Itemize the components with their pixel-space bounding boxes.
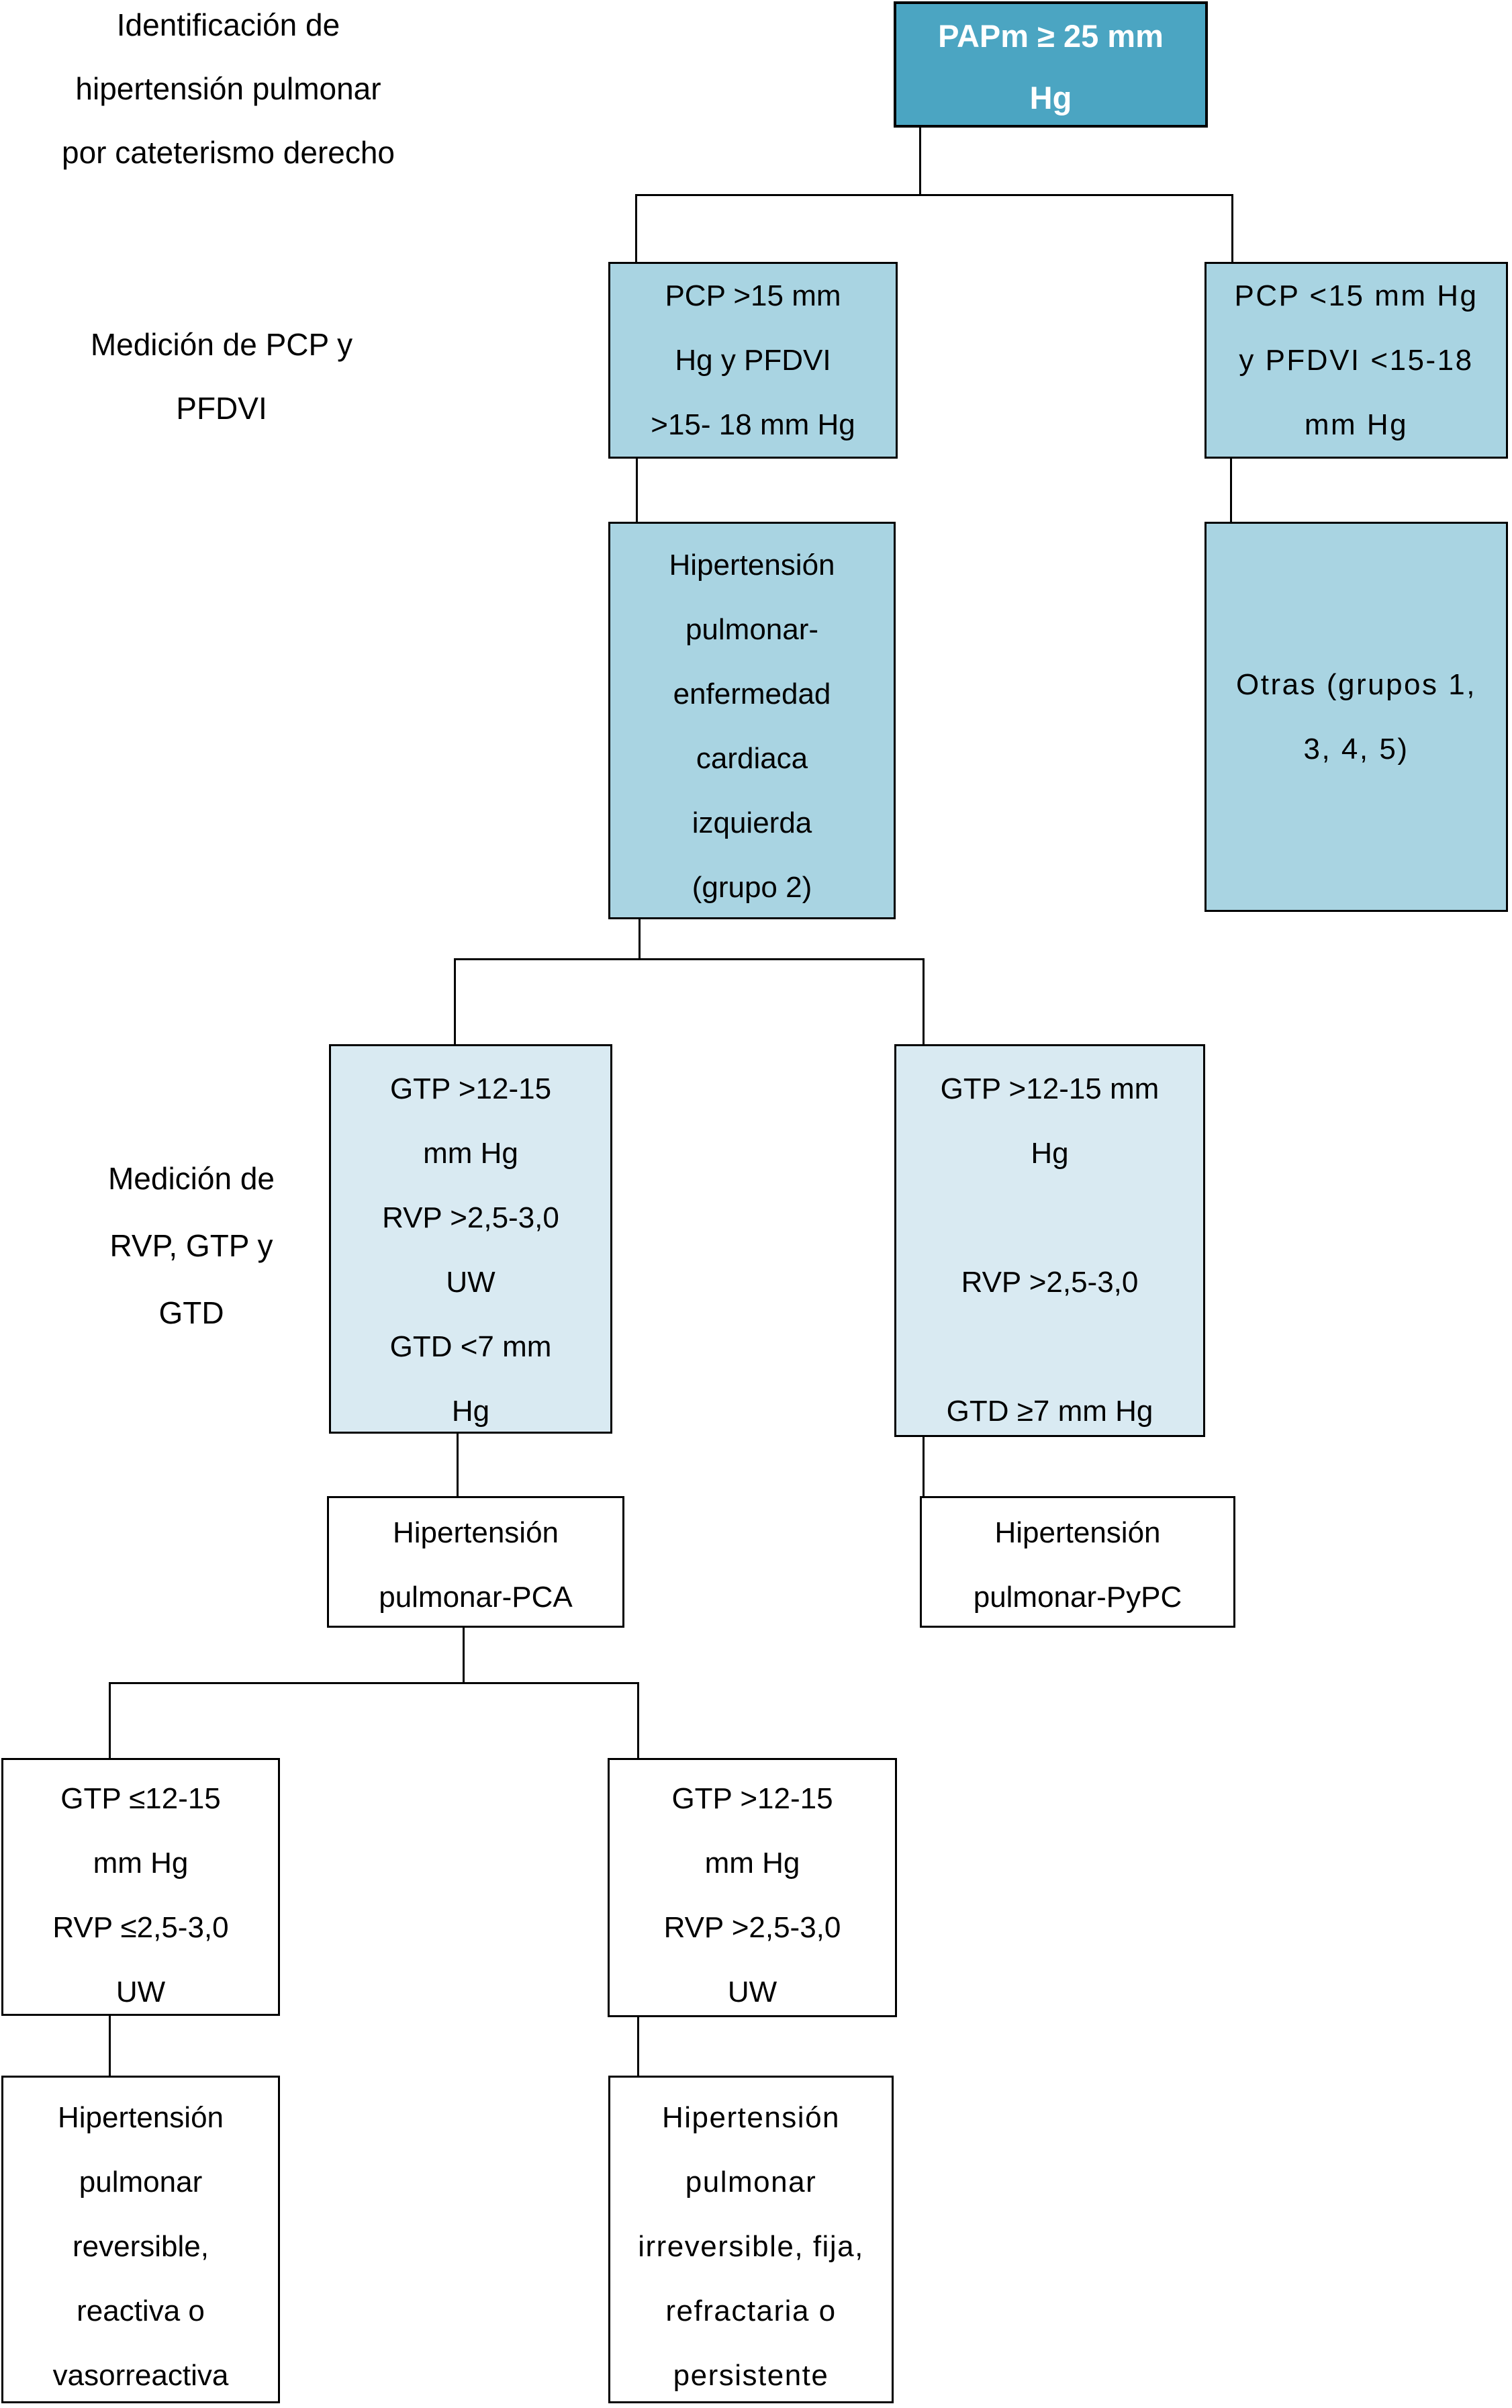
label-medicion-pcp-pfdvi: Medición de PCP y PFDVI	[13, 313, 430, 441]
connector-pcp-bajo-down	[1230, 459, 1232, 522]
text-line: Identificación de	[116, 7, 340, 42]
text-line: GTP ≤12-15	[60, 1782, 221, 1815]
text-line: reactiva o	[77, 2295, 205, 2327]
text-line: Hg	[1029, 80, 1072, 115]
text-line: RVP >2,5-3,0	[961, 1266, 1139, 1299]
text-line: RVP, GTP y	[109, 1228, 273, 1263]
connector-to-pcp-alto	[635, 196, 637, 263]
text-line: 3, 4, 5)	[1303, 732, 1409, 766]
text-line: GTP >12-15 mm	[940, 1072, 1160, 1105]
text-line: mm Hg	[93, 1847, 189, 1880]
text-line: RVP ≤2,5-3,0	[52, 1911, 229, 1944]
text-line	[896, 1186, 1203, 1250]
text-line: refractaria o	[665, 2295, 837, 2327]
connector-pcp-alto-down	[636, 459, 638, 522]
node-hp-pypc: Hipertensión pulmonar-PyPC	[920, 1496, 1235, 1628]
node-hp-enfermedad-cardiaca-izquierda: Hipertensión pulmonar-enfermedad cardiaca i…	[608, 522, 896, 919]
text-line: Otras (grupos 1,	[1236, 667, 1476, 701]
node-pcp-mayor-15: PCP >15 mm Hg y PFDVI >15- 18 mm Hg	[608, 262, 898, 459]
text-line: hipertensión pulmonar	[75, 71, 381, 106]
text-line: Hg	[451, 1395, 490, 1428]
text-line: Medición de PCP y	[90, 327, 353, 362]
connector-to-hp-reversible	[109, 2016, 111, 2076]
text-line: PCP <15 mm Hg	[1234, 279, 1478, 312]
connector-gtp-der-down	[923, 1437, 925, 1496]
text-line: RVP >2,5-3,0	[663, 1911, 841, 1944]
label-medicion-rvp-gtp-gtd: Medición de RVP, GTP y GTD	[40, 1145, 342, 1346]
node-hp-pca: Hipertensión pulmonar-PCA	[327, 1496, 624, 1628]
connector-branch-bottom	[109, 1682, 639, 1684]
text-line: (grupo 2)	[692, 871, 812, 904]
text-line: Hg y PFDVI	[675, 344, 831, 377]
text-line: UW	[446, 1266, 495, 1299]
node-hp-irreversible: Hipertensión pulmonar irreversible, fija, r…	[608, 2076, 894, 2403]
text-line: PCP >15 mm	[665, 279, 841, 312]
text-line: mm Hg	[423, 1137, 518, 1170]
text-line: vasorreactiva	[52, 2359, 229, 2392]
text-line: pulmonar	[79, 2166, 203, 2198]
text-line: GTP >12-15	[389, 1072, 552, 1105]
text-line: GTD ≥7 mm Hg	[946, 1395, 1153, 1428]
connector-to-gtp-izq	[454, 960, 456, 1044]
text-line: UW	[727, 1976, 777, 2008]
node-pcp-menor-15: PCP <15 mm Hg y PFDVI <15-18 mm Hg	[1204, 262, 1508, 459]
text-line: PAPm ≥ 25 mm	[938, 18, 1164, 54]
text-line: Hipertensión	[669, 549, 835, 582]
text-line	[896, 1315, 1203, 1379]
connector-branch-mid	[454, 958, 925, 960]
text-line: Medición de	[107, 1161, 275, 1196]
connector-pca-down	[463, 1628, 465, 1682]
connector-to-gtp-rvp-bajo	[109, 1684, 111, 1758]
text-line: por cateterismo derecho	[61, 135, 395, 170]
connector-to-gtp-rvp-alto	[637, 1684, 639, 1758]
text-line: GTD <7 mm	[389, 1330, 552, 1363]
text-line: y PFDVI <15-18	[1239, 344, 1474, 377]
text-line: izquierda	[692, 806, 812, 839]
text-line: cardiaca	[696, 742, 808, 775]
text-line: pulmonar-PyPC	[973, 1581, 1182, 1614]
text-line: GTD	[158, 1295, 224, 1330]
text-line: UW	[115, 1976, 166, 2008]
text-line: GTP >12-15	[671, 1782, 833, 1815]
node-hp-reversible: Hipertensión pulmonar reversible, reactiva …	[1, 2076, 280, 2403]
connector-to-gtp-der	[923, 960, 925, 1044]
label-identificacion-hp: Identificación de hipertensión pulmonar po…	[7, 0, 450, 185]
text-line: >15- 18 mm Hg	[651, 408, 855, 441]
node-otras-grupos: Otras (grupos 1, 3, 4, 5)	[1204, 522, 1508, 912]
connector-gtp-izq-down	[457, 1434, 459, 1496]
text-line: irreversible, fija,	[638, 2230, 864, 2263]
text-line: persistente	[673, 2359, 829, 2392]
text-line: pulmonar-	[685, 613, 819, 646]
text-line: Hipertensión	[392, 1516, 559, 1549]
text-line: enfermedad	[673, 678, 831, 710]
connector-to-hp-irreversible	[637, 2017, 639, 2076]
text-line: mm Hg	[704, 1847, 800, 1880]
text-line: Hipertensión	[661, 2101, 841, 2134]
text-line: pulmonar	[685, 2166, 817, 2198]
text-line: mm Hg	[1304, 408, 1409, 441]
text-line: Hg	[1031, 1137, 1069, 1170]
text-line: RVP >2,5-3,0	[382, 1201, 559, 1234]
node-gtp-alto-gtd-mayor-7: GTP >12-15 mm Hg RVP >2,5-3,0 GTD ≥7 mm H…	[894, 1044, 1205, 1437]
connector-to-pcp-bajo	[1231, 196, 1233, 263]
connector-hp-izq-down	[639, 919, 641, 960]
text-line: reversible,	[73, 2230, 209, 2263]
connector-branch-top	[635, 194, 1233, 196]
connector-papm-down	[919, 128, 921, 196]
text-line: PFDVI	[176, 391, 267, 426]
text-line: Hipertensión	[57, 2101, 224, 2134]
text-line: Hipertensión	[994, 1516, 1161, 1549]
text-line: pulmonar-PCA	[379, 1581, 573, 1614]
node-papm-25mmhg: PAPm ≥ 25 mm Hg	[894, 1, 1208, 128]
